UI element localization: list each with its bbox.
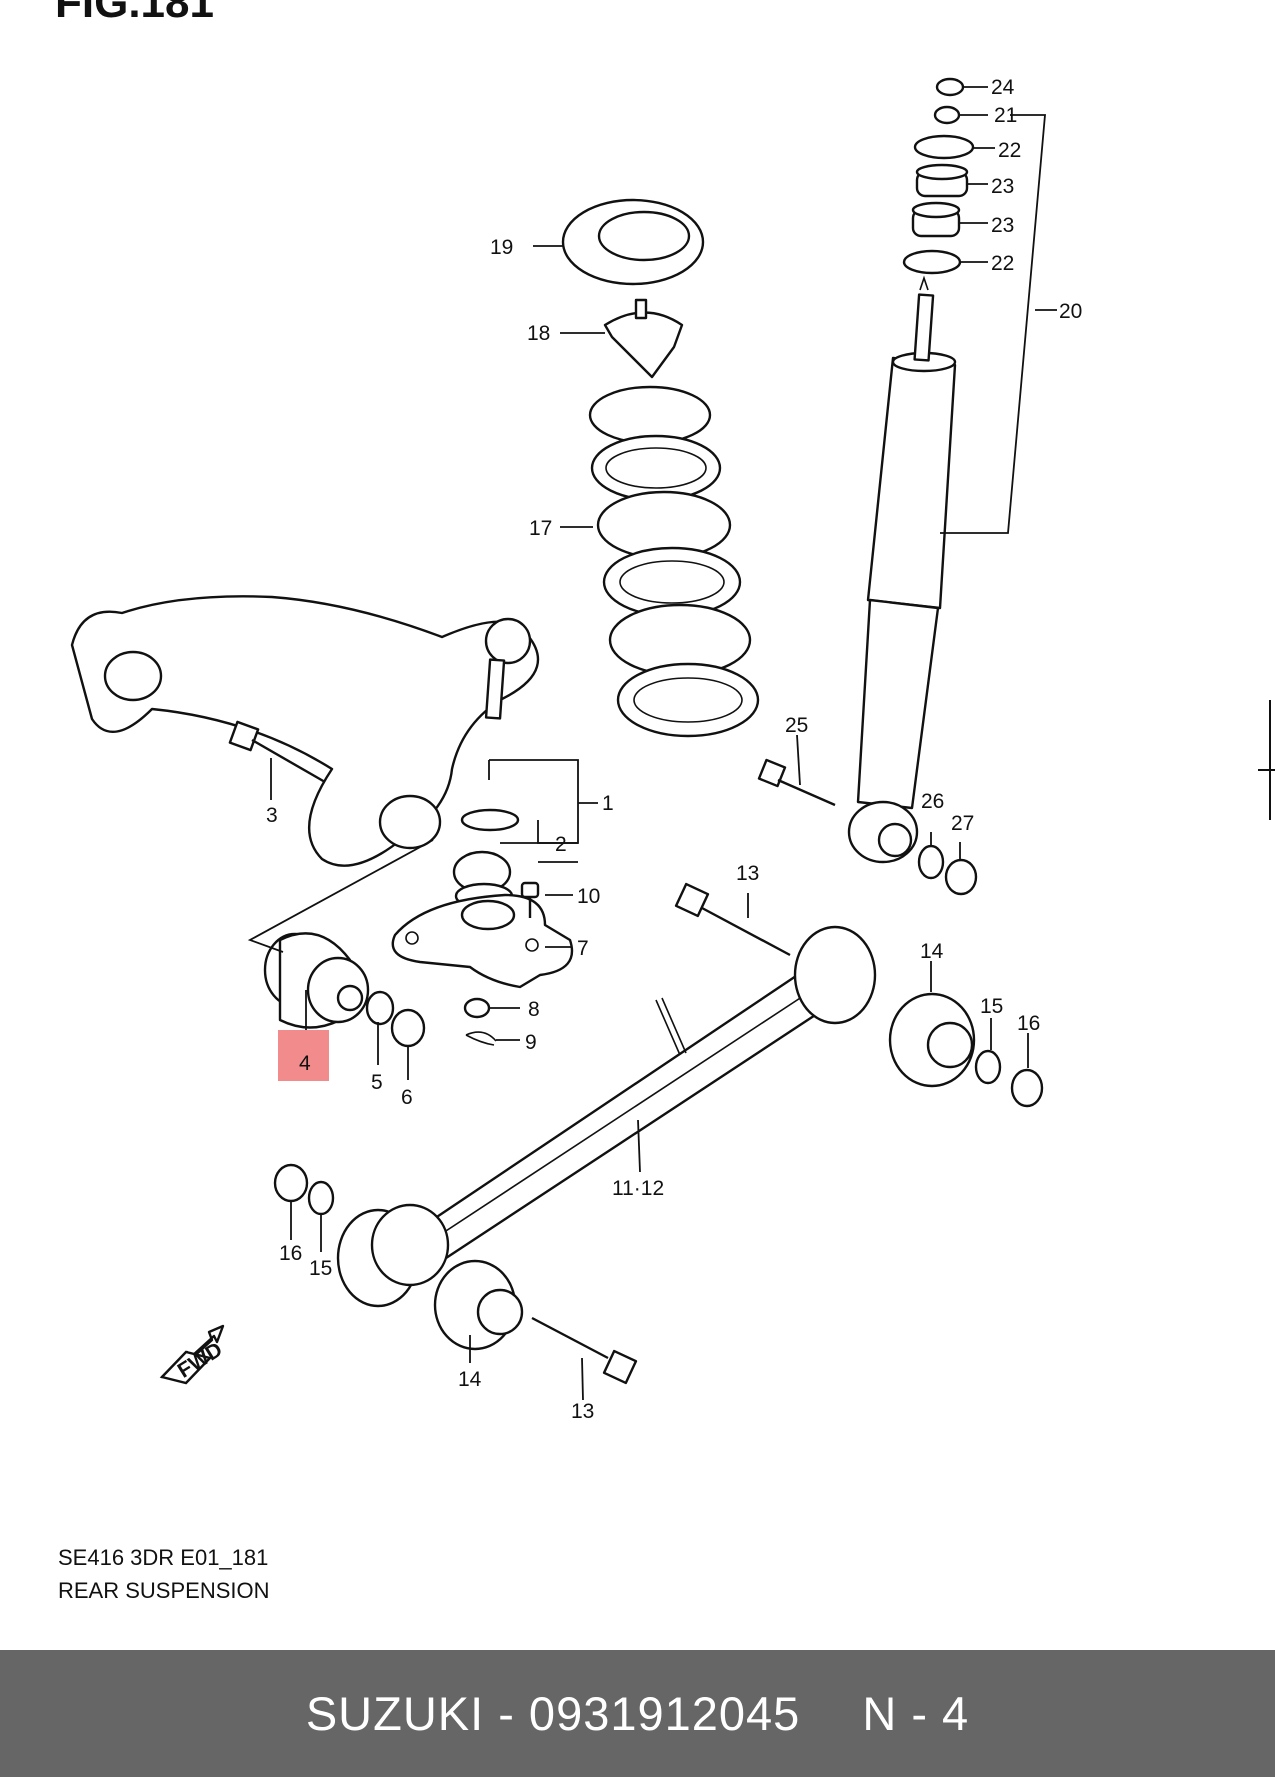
callout-24: 24 — [991, 76, 1015, 99]
callout-15a: 15 — [980, 995, 1003, 1018]
callout-23a: 23 — [991, 175, 1014, 198]
highlight-part-4 — [278, 1030, 329, 1081]
fwd-arrow-icon: FWD — [159, 1324, 227, 1385]
washer-nut-26-27 — [917, 844, 978, 896]
callout-6: 6 — [401, 1086, 413, 1109]
callout-8: 8 — [528, 998, 540, 1021]
callout-13b: 13 — [571, 1400, 594, 1423]
bolt-13-lower — [531, 1316, 638, 1385]
callout-9: 9 — [525, 1031, 537, 1054]
callout-19: 19 — [490, 236, 513, 259]
bushing-2 — [452, 808, 520, 910]
callout-10: 10 — [577, 885, 600, 908]
bolt-3 — [228, 720, 326, 784]
callout-16b: 16 — [279, 1242, 302, 1265]
bolt-13-upper — [674, 882, 791, 957]
callout-labels: 24 21 22 23 23 22 20 19 18 17 25 1 2 3 2… — [266, 76, 1082, 1423]
spring-seat — [561, 198, 705, 286]
callout-22a: 22 — [998, 139, 1021, 162]
shock-top-nuts — [902, 77, 975, 275]
rear-suspension-diagram: FWD 24 21 22 23 23 22 20 19 18 17 25 1 2… — [70, 76, 1082, 1423]
shock-absorber — [847, 275, 957, 864]
footer-qty: N - 4 — [862, 1687, 970, 1740]
footer-bar: SUZUKI - 0931912045 N - 4 — [0, 1650, 1275, 1777]
bushing-4 — [263, 932, 370, 1029]
washers-nuts-15-16 — [273, 1049, 1044, 1216]
callout-14b: 14 — [458, 1368, 482, 1391]
callout-5: 5 — [371, 1071, 383, 1094]
callout-4: 4 — [299, 1052, 311, 1075]
upper-arm — [70, 595, 540, 867]
leader-lines — [247, 86, 1057, 1401]
lower-arm — [336, 925, 976, 1351]
callout-17: 17 — [529, 517, 552, 540]
ball-joint-bracket-7 — [391, 893, 574, 989]
cotter-pin-lower-arm — [655, 997, 687, 1056]
bump-stop — [603, 298, 684, 379]
callout-7: 7 — [577, 937, 589, 960]
callout-13a: 13 — [736, 862, 759, 885]
callout-18: 18 — [527, 322, 550, 345]
callout-25: 25 — [785, 714, 808, 737]
callout-27: 27 — [951, 812, 974, 835]
callout-1: 1 — [602, 792, 614, 815]
callout-16a: 16 — [1017, 1012, 1040, 1035]
figure-name: REAR SUSPENSION — [58, 1578, 270, 1603]
coil-spring — [588, 385, 760, 738]
nut-8-pin-9 — [463, 997, 497, 1046]
washer-nut-5-6 — [365, 990, 426, 1048]
callout-3: 3 — [266, 804, 278, 827]
figure-code: SE416 3DR E01_181 — [58, 1545, 269, 1570]
callout-14a: 14 — [920, 940, 944, 963]
callout-11-12: 11·12 — [612, 1177, 664, 1200]
callout-26: 26 — [921, 790, 944, 813]
footer-brand-part: SUZUKI - 0931912045 — [305, 1687, 801, 1740]
bolt-25 — [757, 758, 836, 807]
figure-title-fragment: FIG.181 — [55, 0, 214, 27]
callout-21: 21 — [994, 104, 1017, 127]
callout-22b: 22 — [991, 252, 1014, 275]
edge-mark — [1258, 700, 1275, 820]
bolt-10 — [520, 881, 540, 918]
callout-23b: 23 — [991, 214, 1014, 237]
callout-20: 20 — [1059, 300, 1082, 323]
fwd-arrow-label: FWD — [174, 1338, 227, 1383]
callout-2: 2 — [555, 833, 567, 856]
callout-15b: 15 — [309, 1257, 332, 1280]
